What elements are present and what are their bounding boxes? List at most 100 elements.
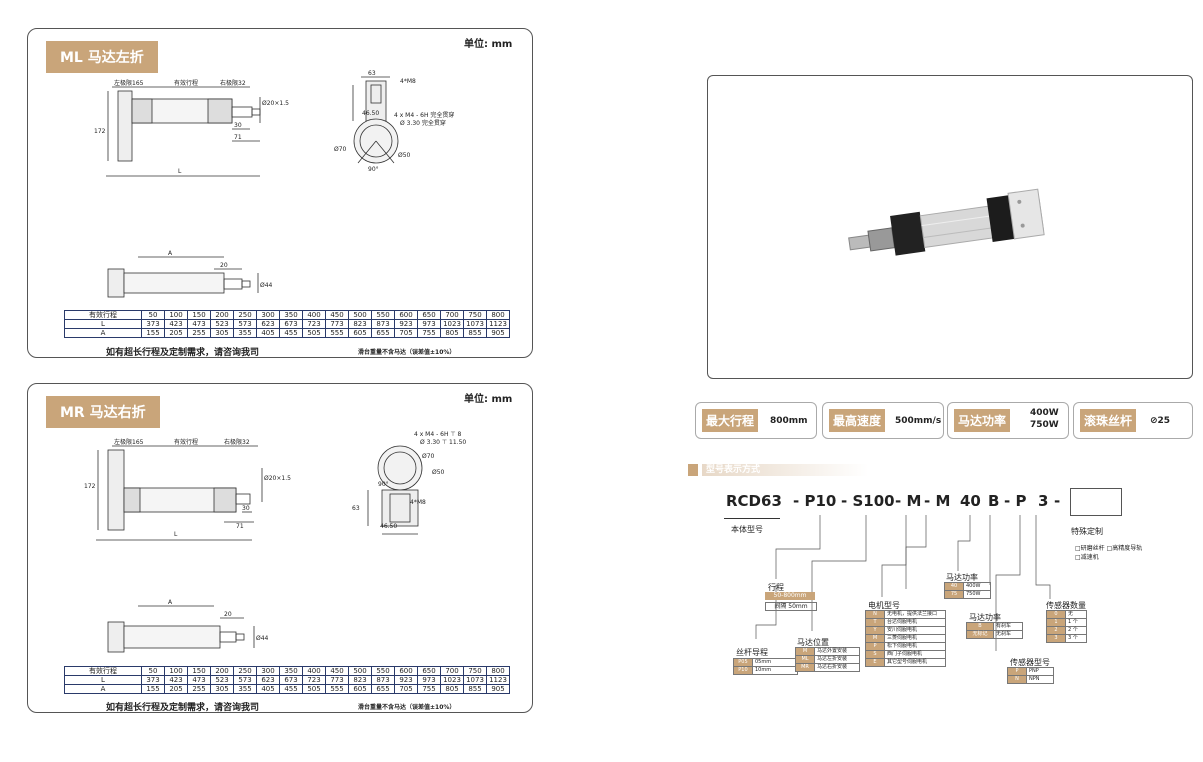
mr-d20: Ø20×1.5: [264, 475, 291, 482]
spec-label: 马达功率: [954, 409, 1011, 432]
ml-footnote-small: 滑台重量不含马达（误差值±10%）: [358, 349, 456, 356]
ml-d20b: 20: [220, 262, 228, 269]
custom-opts: □研磨丝杆 □高精度导轨: [1075, 545, 1143, 552]
ml-d63: 63: [368, 70, 376, 77]
power-title: 马达功率: [946, 573, 978, 582]
spec-value-2: 750W: [1030, 420, 1059, 430]
mr-a90: 90°: [378, 481, 389, 488]
mr-holes2: Ø 3.30 ⊤ 11.50: [420, 439, 466, 446]
code-sensor-type: - P: [1004, 492, 1027, 510]
spec-card-max-speed: 最高速度 500mm/s: [822, 402, 944, 439]
ml-drawing-panel: ML 马达左折 单位: mm: [27, 28, 533, 358]
ml-L: L: [178, 168, 182, 175]
mr-drawing-panel: MR 马达右折 单位: mm: [27, 383, 533, 713]
code-motor-type: - M: [924, 492, 951, 510]
ml-stroke: 有效行程: [174, 79, 198, 87]
mr-stroke: 有效行程: [174, 438, 198, 446]
stroke-range: 50-800mm: [765, 592, 815, 600]
spec-value: ⊘25: [1150, 416, 1171, 426]
mr-d44: Ø44: [256, 635, 269, 642]
stroke-title: 行程: [768, 583, 784, 592]
sensor-qty-title: 传感器数量: [1046, 601, 1086, 610]
mr-unit: 单位: mm: [464, 394, 513, 405]
motor-type-title: 电机型号: [868, 601, 900, 610]
model-section-title: 型号表示方式: [706, 465, 761, 475]
ml-d30: 30: [234, 122, 242, 129]
mr-d50: Ø50: [432, 469, 445, 476]
mr-d4650: 46.50: [380, 523, 397, 530]
mr-d20b: 20: [224, 611, 232, 618]
ml-holes1: 4 x M4 - 6H 完全贯穿: [394, 111, 454, 119]
spec-card-max-stroke: 最大行程 800mm: [695, 402, 817, 439]
mr-footnote-small: 滑台重量不含马达（误差值±10%）: [358, 704, 456, 711]
spec-value: 500mm/s: [895, 416, 942, 426]
mr-m8: 4*M8: [410, 499, 426, 506]
code-motor-pos: - M: [895, 492, 922, 510]
ml-unit: 单位: mm: [464, 39, 513, 50]
ml-d71: 71: [234, 134, 242, 141]
ml-m8: 4*M8: [400, 78, 416, 85]
mr-footnote: 如有超长行程及定制需求，请咨询我司: [106, 703, 260, 713]
mr-L: L: [174, 531, 178, 538]
ml-footnote: 如有超长行程及定制需求，请咨询我司: [106, 348, 260, 358]
mr-d70: Ø70: [422, 453, 435, 460]
mr-left-limit: 左极限165: [114, 438, 144, 446]
code-power: 40: [960, 492, 981, 510]
ml-d50: Ø50: [398, 152, 411, 159]
ml-d4650: 46.50: [362, 110, 379, 117]
custom-code-box: [1070, 488, 1122, 516]
brake-title: 马达功率: [969, 613, 1001, 622]
ml-d20: Ø20×1.5: [262, 100, 289, 107]
code-lead: - P10: [793, 492, 837, 510]
code-brake: B: [988, 492, 1000, 510]
ml-right-limit: 右极限32: [220, 79, 246, 87]
mr-right-limit: 右极限32: [224, 438, 250, 446]
product-photo-frame: [707, 75, 1193, 379]
connector-lines: [755, 515, 1051, 651]
ml-left-limit: 左极限165: [114, 79, 144, 87]
spec-value: 800mm: [770, 416, 808, 426]
mr-A: A: [168, 599, 173, 606]
spec-label: 最大行程: [702, 409, 759, 432]
ml-h172: 172: [94, 128, 106, 135]
ml-holes2: Ø 3.30 完全贯穿: [400, 119, 446, 127]
custom-label: 特殊定制: [1071, 527, 1103, 536]
mr-d71: 71: [236, 523, 244, 530]
mr-drawing: 左极限165 有效行程 右极限32 172 L Ø20×1.5 30 71 4 …: [84, 431, 466, 653]
spec-label: 滚珠丝杆: [1080, 409, 1137, 432]
mr-d30: 30: [242, 505, 250, 512]
ml-d70: Ø70: [334, 146, 347, 153]
code-stroke: - S100: [841, 492, 895, 510]
motor-pos-title: 马达位置: [797, 638, 829, 647]
code-sensor-qty: 3: [1038, 492, 1049, 510]
custom-opts-2: □减速机: [1075, 554, 1099, 561]
model-section-header: 型号表示方式: [688, 464, 868, 476]
lead-title: 丝杆导程: [736, 648, 768, 657]
spec-card-ballscrew: 滚珠丝杆 ⊘25: [1073, 402, 1193, 439]
base-label: 本体型号: [731, 525, 763, 534]
